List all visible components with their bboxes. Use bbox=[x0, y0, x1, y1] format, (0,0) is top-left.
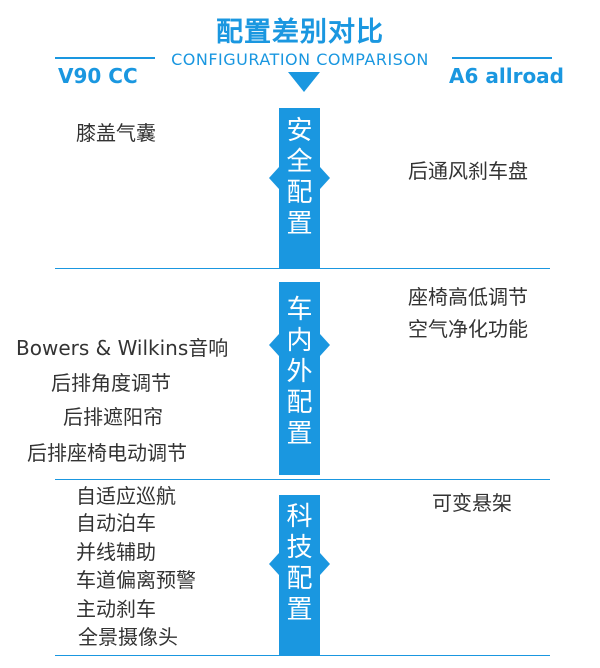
right-model-label: A6 allroad bbox=[449, 64, 564, 88]
left-item: Bowers & Wilkins音响 bbox=[16, 336, 229, 360]
right-item: 空气净化功能 bbox=[408, 317, 528, 341]
page-title: 配置差别对比 bbox=[216, 17, 384, 48]
category-char: 技 bbox=[286, 533, 313, 563]
left-item: 后排角度调节 bbox=[51, 371, 171, 395]
left-item: 主动刹车 bbox=[76, 597, 156, 621]
category-char: 配 bbox=[286, 564, 313, 594]
category-notch-left bbox=[269, 167, 279, 189]
left-item: 自适应巡航 bbox=[76, 484, 176, 508]
left-item: 后排遮阳帘 bbox=[63, 405, 163, 429]
category-char: 外 bbox=[286, 357, 313, 387]
page-subtitle: CONFIGURATION COMPARISON bbox=[171, 50, 429, 69]
left-item: 并线辅助 bbox=[76, 540, 156, 564]
category-bar-technology bbox=[279, 495, 320, 655]
right-item: 座椅高低调节 bbox=[408, 285, 528, 309]
category-char: 置 bbox=[286, 419, 313, 449]
category-bar-safety bbox=[279, 108, 320, 268]
category-label-technology: 科 技 配 置 bbox=[279, 502, 320, 626]
category-notch-right bbox=[320, 334, 330, 356]
category-bar-interior bbox=[279, 282, 320, 475]
category-char: 车 bbox=[286, 295, 313, 325]
section-divider bbox=[55, 655, 550, 656]
category-char: 置 bbox=[286, 209, 313, 239]
left-item: 自动泊车 bbox=[76, 511, 156, 535]
category-notch-left bbox=[269, 334, 279, 356]
category-notch-left bbox=[269, 553, 279, 575]
category-char: 置 bbox=[286, 595, 313, 625]
header-rule-right bbox=[452, 57, 552, 59]
category-char: 配 bbox=[286, 178, 313, 208]
category-label-interior: 车 内 外 配 置 bbox=[279, 295, 320, 450]
category-notch-right bbox=[320, 553, 330, 575]
category-label-safety: 安 全 配 置 bbox=[279, 116, 320, 240]
category-notch-right bbox=[320, 167, 330, 189]
category-char: 全 bbox=[286, 147, 313, 177]
category-char: 内 bbox=[286, 326, 313, 356]
right-item: 后通风刹车盘 bbox=[408, 159, 528, 183]
left-item: 车道偏离预警 bbox=[76, 568, 196, 592]
left-item: 全景摄像头 bbox=[78, 625, 178, 649]
section-divider bbox=[55, 479, 550, 480]
category-char: 安 bbox=[286, 116, 313, 146]
category-char: 科 bbox=[286, 502, 313, 532]
header-rule-left bbox=[55, 57, 155, 59]
left-model-label: V90 CC bbox=[58, 64, 138, 88]
left-item: 后排座椅电动调节 bbox=[27, 441, 187, 465]
right-item: 可变悬架 bbox=[432, 491, 512, 515]
down-arrow-icon bbox=[288, 72, 320, 92]
section-divider bbox=[55, 268, 550, 269]
left-item: 膝盖气囊 bbox=[76, 121, 156, 145]
category-char: 配 bbox=[286, 388, 313, 418]
